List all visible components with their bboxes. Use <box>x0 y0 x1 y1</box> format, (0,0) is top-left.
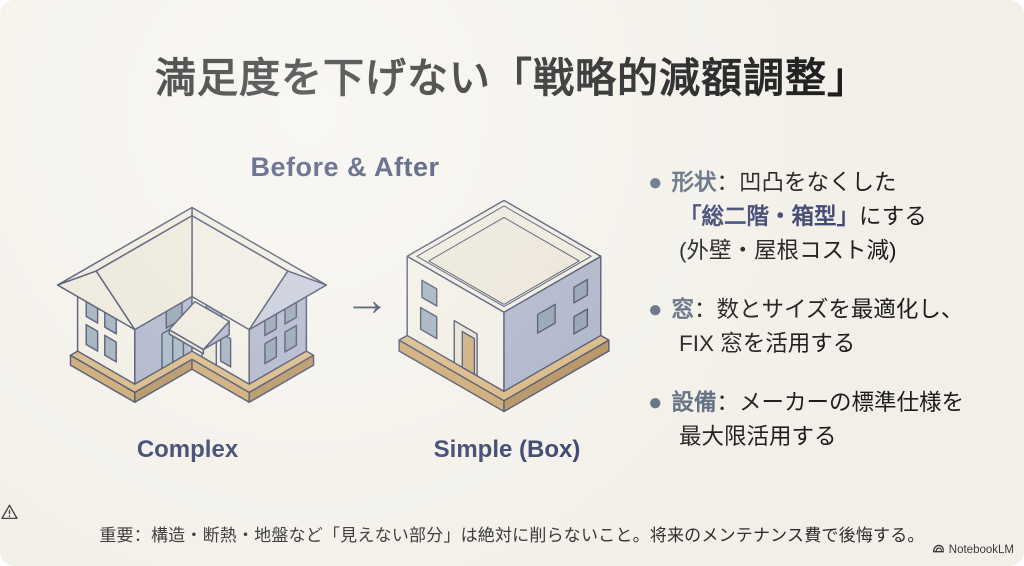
bullet-highlight: 「総二階・箱型」 <box>679 204 860 229</box>
simple-house-flat-roof <box>406 199 602 313</box>
complex-house-windows-left <box>85 297 117 363</box>
notebooklm-logo-icon <box>932 544 944 553</box>
before-after-heading: Before & After <box>250 152 440 182</box>
complex-house-roof <box>56 206 328 331</box>
bullet-dot: ●︎ <box>648 296 663 323</box>
bullet-keyword: 形状 <box>671 170 717 195</box>
bullet-dot: ●︎ <box>648 389 663 416</box>
bullet-text: ：メーカーの標準仕様を <box>716 390 965 415</box>
important-note: 重要：構造・断熱・地盤など「見えない部分」は絶対に削らないこと。将来のメンテナン… <box>0 503 1024 546</box>
simple-house-illustration <box>398 199 610 413</box>
complex-house-entrance-awning <box>168 300 230 355</box>
simple-house-windows-left <box>419 279 478 377</box>
complex-house-illustration <box>56 206 328 404</box>
warning-triangle-icon <box>1 504 18 520</box>
bullet-text: ：凹凸をなくした <box>716 170 897 195</box>
key-points-list: ●︎ 形状：凹凸をなくした 「総二階・箱型」にする (外壁・屋根コスト減) ●︎ 窓… <box>648 166 1000 479</box>
notebooklm-badge: NotebookLM <box>932 543 1014 556</box>
simple-house-windows-right <box>536 278 589 335</box>
bullet-text: ：数とサイズを最適化し、 <box>694 297 964 322</box>
bullet-item-shape: ●︎ 形状：凹凸をなくした 「総二階・箱型」にする (外壁・屋根コスト減) <box>648 166 1000 268</box>
bullet-keyword: 窓 <box>671 297 695 322</box>
bullet-item-windows: ●︎ 窓：数とサイズを最適化し、 FIX 窓を活用する <box>648 293 1000 361</box>
bullet-item-equipment: ●︎ 設備：メーカーの標準仕様を 最大限活用する <box>648 386 1000 454</box>
bullet-text: にする <box>859 204 927 229</box>
before-label: Complex <box>136 436 239 463</box>
slide-title: 満足度を下げない「戦略的減額調整」 <box>155 55 869 101</box>
bullet-line2: 「総二階・箱型」にする <box>648 200 1000 234</box>
bullet-line2: FIX 窓を活用する <box>679 331 856 356</box>
notebooklm-label: NotebookLM <box>948 543 1014 556</box>
bullet-keyword: 設備 <box>671 390 717 415</box>
bullet-line3: (外壁・屋根コスト減) <box>679 238 897 263</box>
note-text: ：構造・断熱・地盤など「見えない部分」は絶対に削らないこと。将来のメンテナンス費… <box>133 526 925 545</box>
before-after-arrow: → <box>344 273 390 325</box>
bullet-line2: 最大限活用する <box>679 424 837 449</box>
bullet-dot: ●︎ <box>648 169 663 196</box>
note-label: 重要 <box>99 526 134 545</box>
after-label: Simple (Box) <box>433 436 581 463</box>
